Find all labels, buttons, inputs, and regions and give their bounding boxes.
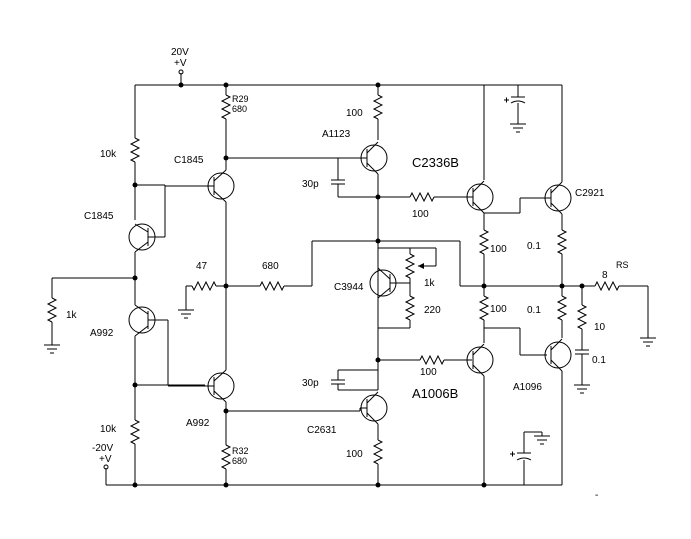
resistor-0-1-top-label: 0.1 [527, 241, 541, 252]
negative-supply-label: -20V +V [92, 443, 113, 470]
transistor-c2631-label: C2631 [307, 425, 337, 436]
resistor-680-label: 680 [262, 261, 279, 272]
resistor-100-driver-bottom-label: 100 [420, 367, 437, 378]
resistor-100-vas-bottom-label: 100 [346, 449, 363, 460]
resistor-r29-value: 680 [232, 104, 247, 114]
resistor-r29-name: R29 [232, 94, 249, 104]
capacitor-30p-bottom-label: 30p [302, 378, 319, 389]
positive-supply-label: 20V +V [171, 47, 189, 75]
voltage-amplifier-stage [331, 82, 472, 488]
transistor-c2336b-label: C2336B [412, 155, 459, 170]
resistor-0-1-bottom-label: 0.1 [527, 305, 541, 316]
positive-supply-name: +V [174, 58, 187, 69]
resistor-8-label: 8 [602, 270, 608, 281]
resistor-47-label: 47 [196, 261, 208, 272]
driver-stage [466, 85, 547, 488]
resistor-100-vas-top-label: 100 [346, 108, 363, 119]
transistor-c3944-label: C3944 [334, 282, 364, 293]
output-stage [488, 84, 656, 485]
transistor-a1096-label: A1096 [513, 382, 542, 393]
positive-supply-voltage: 20V [171, 47, 189, 58]
transistor-a1006b-label: A1006B [412, 386, 458, 401]
negative-supply-name: +V [99, 454, 112, 465]
input-bias-string [44, 85, 205, 488]
resistor-rs-name: RS [616, 260, 629, 270]
supply-rails [105, 73, 562, 486]
resistor-10k-bottom-label: 10k [100, 424, 117, 435]
resistor-r32-name: R32 [232, 446, 249, 456]
resistor-r32-value: 680 [232, 456, 247, 466]
resistor-10k-top-label: 10k [100, 149, 117, 160]
stray-dash-mark: - [595, 490, 598, 501]
resistor-1k-input-label: 1k [66, 310, 78, 321]
resistor-100-driver-top-label: 100 [412, 209, 429, 220]
negative-supply-voltage: -20V [92, 443, 113, 454]
differential-pair [165, 82, 562, 488]
transistor-c2921-label: C2921 [575, 188, 605, 199]
transistor-a992-left-label: A992 [90, 328, 114, 339]
resistor-220-label: 220 [424, 305, 441, 316]
transistor-a992-right-label: A992 [186, 418, 210, 429]
capacitor-30p-top-label: 30p [302, 179, 319, 190]
resistor-100-driver-mid-top-label: 100 [490, 244, 507, 255]
trimmer-1k-label: 1k [424, 278, 436, 289]
resistor-100-driver-mid-bottom-label: 100 [490, 304, 507, 315]
capacitor-0-1-label: 0.1 [592, 355, 606, 366]
transistor-a1123-label: A1123 [322, 129, 351, 140]
resistor-10-label: 10 [594, 322, 606, 333]
transistor-c1845-right-label: C1845 [174, 155, 204, 166]
transistor-c1845-left-label: C1845 [84, 211, 114, 222]
